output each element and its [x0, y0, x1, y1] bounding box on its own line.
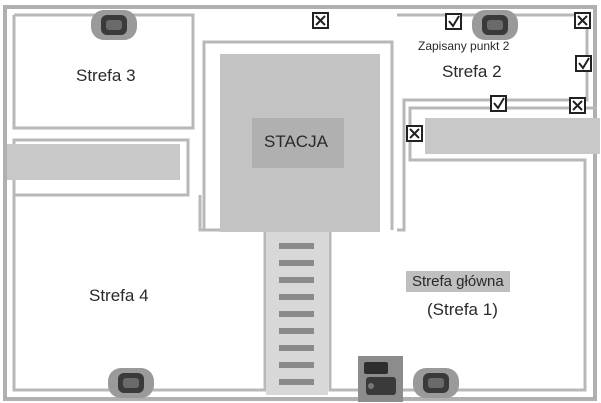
- marker-cross-icon[interactable]: [569, 97, 586, 114]
- charging-station-icon: [358, 356, 403, 402]
- main-zone-boundary: [328, 106, 597, 392]
- mower-zone3[interactable]: [91, 10, 137, 40]
- marker-cross-icon[interactable]: [312, 12, 329, 29]
- main-zone-label: Strefa główna: [406, 271, 510, 292]
- obstacle-left: [7, 144, 180, 180]
- marker-check-icon[interactable]: [575, 55, 592, 72]
- station-boundary: [202, 40, 394, 230]
- mower-zone2[interactable]: [472, 10, 518, 40]
- zone2-label: Strefa 2: [442, 62, 502, 81]
- marker-cross-icon[interactable]: [574, 12, 591, 29]
- outer-boundary: [3, 5, 597, 401]
- zone3-label: Strefa 3: [76, 66, 136, 85]
- station-center: [252, 118, 344, 168]
- path-stripes: [279, 243, 314, 385]
- marker-check-icon[interactable]: [445, 13, 462, 30]
- zone4-label: Strefa 4: [89, 286, 149, 305]
- main-zone-alias-label: (Strefa 1): [427, 300, 498, 319]
- marker-check-icon[interactable]: [490, 95, 507, 112]
- station-label: STACJA: [264, 132, 328, 151]
- marker-cross-icon[interactable]: [406, 125, 423, 142]
- mower-zone4[interactable]: [108, 368, 154, 398]
- mower-main[interactable]: [413, 368, 459, 398]
- saved-point-label: Zapisany punkt 2: [418, 39, 510, 53]
- obstacle-right: [425, 118, 600, 154]
